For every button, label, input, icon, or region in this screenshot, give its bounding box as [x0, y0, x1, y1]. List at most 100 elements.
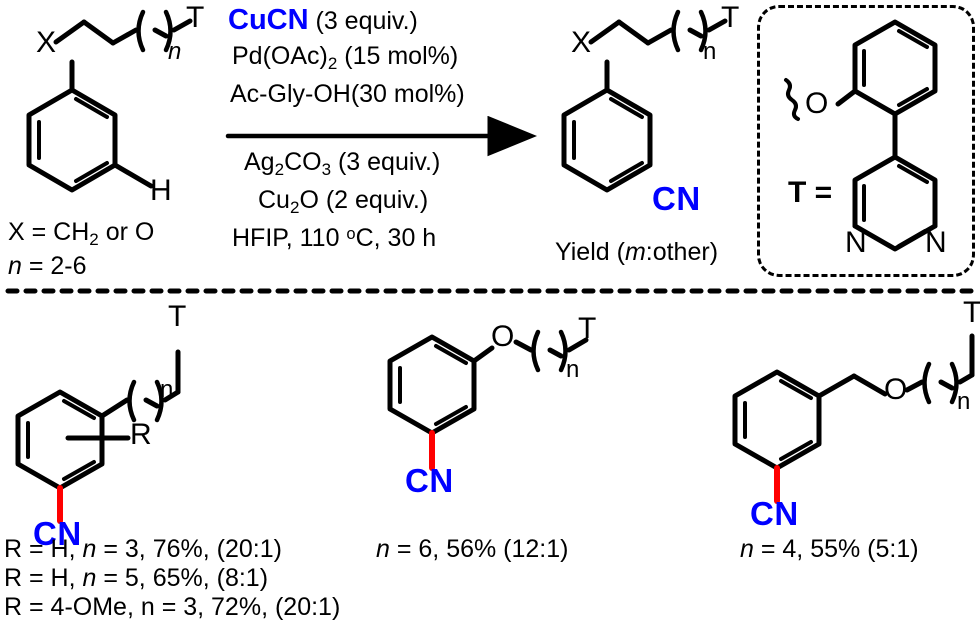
- pd-oac-pre: Pd(OAc): [232, 42, 328, 70]
- condition-pd-oac: Pd(OAc)2 (15 mol%): [232, 44, 458, 72]
- x-definition: X = CH2 or O: [8, 220, 154, 248]
- example1-n-label: n: [160, 376, 174, 403]
- example3-n-label: n: [957, 388, 971, 415]
- e1c2-post: = 5, 65%, (8:1): [96, 564, 269, 592]
- e1c2-pre: R = H,: [4, 564, 83, 592]
- e3c1-n: n: [740, 535, 754, 563]
- example3-chain-bond-2: [938, 379, 955, 391]
- substrate-chain-bond-2: [81, 19, 116, 46]
- example3-chain-bond-3: [957, 372, 975, 385]
- e1c1-n: n: [82, 535, 97, 563]
- yield-post: :other): [645, 238, 719, 266]
- example2-caption-1: n = 6, 56% (12:1): [376, 537, 568, 562]
- solvent-pre: HFIP, 110: [232, 224, 347, 252]
- condition-solvent: HFIP, 110 oC, 30 h: [232, 226, 436, 251]
- product-n-label: n: [703, 38, 717, 65]
- yield-pre: Yield (: [555, 238, 625, 266]
- example2-chain-bond-2: [547, 347, 564, 359]
- substrate-t-label: T: [186, 1, 205, 34]
- n-definition: n = 2-6: [8, 254, 87, 279]
- e1c1-pre: R = H,: [4, 535, 83, 563]
- t-group-nitrogen-left: N: [845, 226, 867, 259]
- pd-oac-sub: 2: [327, 53, 338, 73]
- product-t-label: T: [721, 1, 740, 34]
- substrate-h-label: H: [150, 174, 172, 207]
- example2-chain-bond-1: [513, 339, 534, 353]
- example1-benzene-ring: [15, 389, 105, 491]
- t-group-label: T =: [788, 176, 833, 209]
- example2-oxygen-label: O: [491, 320, 515, 353]
- product-bracket-left: [671, 9, 681, 53]
- example3-t-label: T: [963, 296, 980, 329]
- t-group-oxygen-label: O: [805, 87, 829, 120]
- product-chain-bond-1: [588, 19, 622, 45]
- example3-bracket-left: [922, 361, 932, 405]
- e1c3-pre: R = 4-OMe, n = 3, 72%, (20:1): [4, 593, 341, 621]
- example2-benzene-ring: [387, 334, 477, 436]
- example1-caption-1: R = H, n = 3, 76%, (20:1): [4, 537, 282, 562]
- t-group-nitrogen-right: N: [925, 226, 947, 259]
- e1c2-n: n: [82, 564, 97, 592]
- n-definition-symbol: n: [8, 252, 22, 280]
- yield-caption: Yield (m:other): [555, 240, 718, 265]
- product-chain-bond-2: [616, 19, 651, 46]
- example1-bracket-left: [127, 379, 137, 423]
- cucn-equiv: (3 equiv.): [308, 7, 418, 35]
- e2c1-n: n: [376, 535, 390, 563]
- example3-oxygen-label: O: [884, 373, 908, 406]
- substrate-x-label: X: [36, 26, 57, 59]
- condition-cu2o: Cu2O (2 equiv.): [258, 188, 428, 216]
- ag2co3-sub2: 3: [321, 159, 332, 179]
- product-x-label: X: [571, 26, 592, 59]
- example3-benzylic-bond-1: [816, 373, 857, 399]
- product-benzene-ring: [561, 87, 653, 193]
- example1-caption-2: R = H, n = 5, 65%, (8:1): [4, 566, 268, 591]
- product-chain-bond-4: [687, 27, 704, 39]
- x-definition-post: or O: [98, 218, 155, 246]
- product-chain-bond-3: [645, 27, 674, 46]
- substrate-ch-bond: [112, 162, 154, 189]
- cu2o-post: O (2 equiv.): [299, 186, 429, 214]
- ag2co3-post: (3 equiv.): [331, 148, 441, 176]
- cucn-reagent: CuCN: [228, 4, 309, 36]
- example3-bracket-right: [949, 361, 959, 405]
- condition-cucn: CuCN (3 equiv.): [228, 6, 418, 35]
- example3-chain-bond-1: [904, 379, 925, 393]
- e3c1-post: = 4, 55% (5:1): [753, 535, 919, 563]
- cu2o-sub: 2: [289, 197, 300, 217]
- cu2o-pre: Cu: [258, 186, 290, 214]
- substrate-chain-bond-1: [53, 19, 87, 45]
- ag2co3-sub1: 2: [274, 159, 285, 179]
- substrate-chain-bond-4: [152, 27, 169, 39]
- substrate-bracket-left: [136, 9, 146, 53]
- example1-chain-bond-1: [99, 397, 130, 419]
- condition-ac-gly-oh: Ac-Gly-OH(30 mol%): [230, 80, 465, 108]
- solvent-degree: o: [346, 225, 356, 244]
- example3-benzylic-bond-2: [851, 373, 888, 397]
- example3-cn-label: CN: [750, 495, 799, 532]
- substrate-chain-bond-3: [110, 27, 139, 46]
- example2-n-label: n: [566, 356, 580, 383]
- example1-chain-bond-2: [143, 397, 160, 409]
- n-definition-range: = 2-6: [21, 252, 87, 280]
- ag2co3-pre: Ag: [244, 148, 275, 176]
- example2-bracket-right: [558, 329, 568, 373]
- example1-t-label: T: [168, 300, 187, 333]
- x-definition-pre: X = CH: [8, 218, 90, 246]
- example3-caption-1: n = 4, 55% (5:1): [740, 537, 919, 562]
- example2-bracket-left: [531, 329, 541, 373]
- e2c1-post: = 6, 56% (12:1): [389, 535, 569, 563]
- ag2co3-mid: CO: [284, 148, 322, 176]
- example2-cn-label: CN: [405, 462, 454, 499]
- product-cn-label: CN: [652, 180, 701, 217]
- example3-benzene-ring: [732, 369, 822, 471]
- e1c1-post: = 3, 76%, (20:1): [96, 535, 282, 563]
- example1-cn-label: CN: [33, 515, 82, 552]
- substrate-benzene-ring: [26, 87, 118, 193]
- yield-meta: m: [624, 238, 646, 266]
- t-group-box: [757, 5, 975, 277]
- example2-ether-bond: [471, 345, 495, 364]
- example1-caption-3: R = 4-OMe, n = 3, 72%, (20:1): [4, 595, 340, 620]
- pd-oac-post: (15 mol%): [337, 42, 459, 70]
